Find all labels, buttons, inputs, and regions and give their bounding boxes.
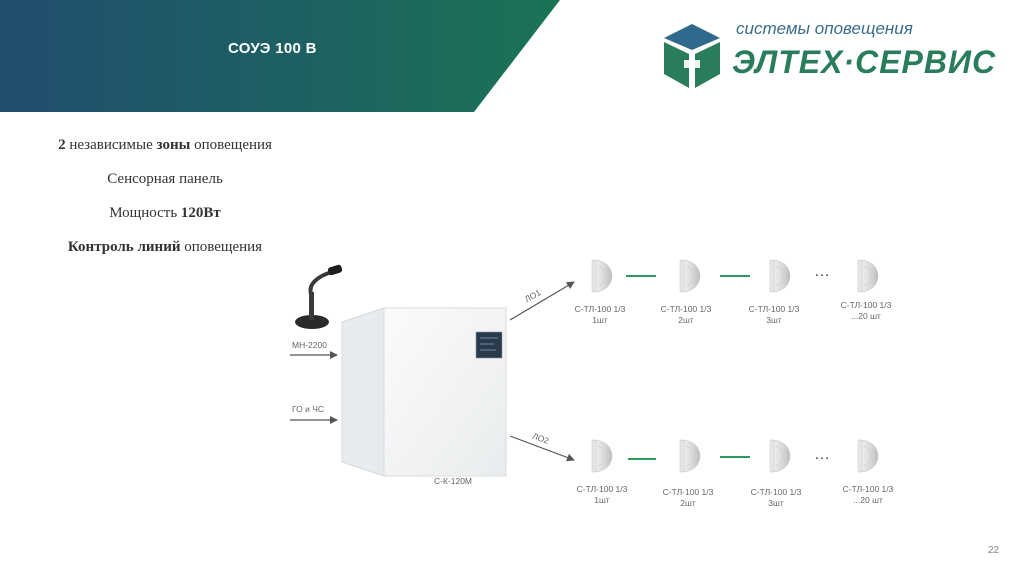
speaker-icon	[857, 439, 879, 473]
lo2-label: ЛО2	[531, 431, 551, 446]
speaker-icon	[679, 439, 701, 473]
zone1-speaker1-qty: 1шт	[592, 315, 608, 325]
zone2-speaker1-model: С-ТЛ-100 1/3	[577, 484, 628, 494]
zone1-speaker4-qty: ...20 шт	[851, 311, 881, 321]
zone1-speakers: …	[591, 259, 879, 293]
feature-power-text: Мощность	[109, 205, 181, 221]
zone2-speakers: …	[591, 439, 879, 473]
slide-title: СОУЭ 100 В	[228, 40, 317, 57]
feature-touch-panel: Сенсорная панель	[20, 166, 310, 200]
zone2-speaker4-model: С-ТЛ-100 1/3	[843, 484, 894, 494]
feature-zones-count: 2	[58, 137, 66, 153]
feature-power-value: 120Вт	[180, 205, 221, 221]
device-label: С-К-120М	[434, 476, 472, 486]
company-logo: системы оповещения ЭЛТЕХ·СЕРВИС	[660, 18, 995, 98]
device-cabinet	[341, 307, 507, 477]
feature-zones-bold: зоны	[156, 137, 191, 153]
zone2-ellipsis: …	[814, 446, 830, 463]
logo-name: ЭЛТЕХ·СЕРВИС	[732, 44, 997, 80]
logo-cube-icon	[664, 24, 720, 88]
feature-zones-suffix: оповещения	[190, 137, 272, 153]
feature-line-control-text: оповещения	[180, 239, 263, 255]
zone1-speaker2-model: С-ТЛ-100 1/3	[661, 304, 712, 314]
lo2-arrow	[509, 435, 575, 462]
microphone-icon	[295, 264, 343, 329]
mic-input-label: МН-2200	[292, 340, 327, 350]
device-touch-screen	[475, 331, 503, 359]
speaker-icon	[591, 439, 613, 473]
speaker-icon	[769, 259, 791, 293]
zone1-ellipsis: …	[814, 263, 830, 280]
zone2-speaker3-model: С-ТЛ-100 1/3	[751, 487, 802, 497]
zone1-speaker1-model: С-ТЛ-100 1/3	[575, 304, 626, 314]
zone1-speaker3-model: С-ТЛ-100 1/3	[749, 304, 800, 314]
speaker-icon	[679, 259, 701, 293]
feature-touch-panel-text: Сенсорная панель	[107, 171, 223, 187]
civil-input-label: ГО и ЧС	[292, 404, 324, 414]
lo1-label: ЛО1	[523, 287, 543, 304]
zone2-speaker3-qty: 3шт	[768, 498, 784, 508]
lo1-arrow	[509, 281, 575, 321]
zone1-speaker4-model: С-ТЛ-100 1/3	[841, 300, 892, 310]
speaker-icon	[591, 259, 613, 293]
feature-zones: 2 независимые зоны оповещения	[20, 132, 310, 166]
page-number: 22	[988, 545, 1000, 556]
zone2-speaker2-model: С-ТЛ-100 1/3	[663, 487, 714, 497]
zone2-speaker1-qty: 1шт	[594, 495, 610, 505]
speaker-icon	[857, 259, 879, 293]
zone2-speaker2-qty: 2шт	[680, 498, 696, 508]
zone1-speaker2-qty: 2шт	[678, 315, 694, 325]
feature-line-control-bold: Контроль линий	[67, 239, 181, 255]
feature-zones-text: независимые	[65, 137, 157, 153]
zone1-speaker3-qty: 3шт	[766, 315, 782, 325]
feature-list: 2 независимые зоны оповещения Сенсорная …	[20, 132, 310, 268]
logo-tagline: системы оповещения	[736, 19, 913, 38]
header-band	[0, 0, 560, 112]
feature-power: Мощность 120Вт	[20, 200, 310, 234]
feature-line-control: Контроль линий оповещения	[20, 234, 310, 268]
zone2-speaker4-qty: ...20 шт	[853, 495, 883, 505]
speaker-icon	[769, 439, 791, 473]
